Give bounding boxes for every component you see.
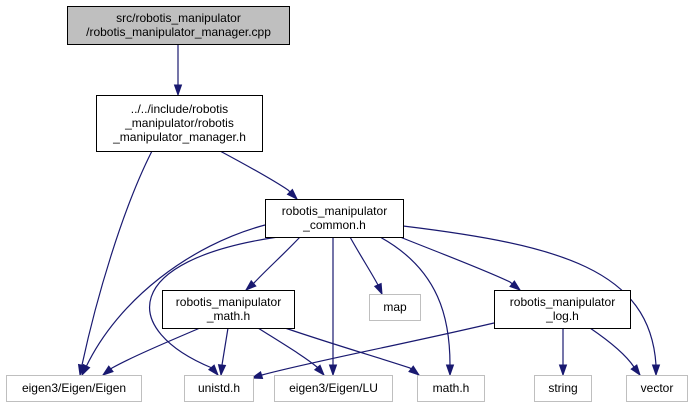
- edge-line: [245, 236, 301, 291]
- edge-line: [402, 225, 657, 375]
- edge-line: [379, 236, 451, 375]
- edge-cpp-to-manager_h: [173, 44, 183, 97]
- node-label-line: _manipulator/robotis: [124, 116, 234, 130]
- edge-arrowhead: [630, 364, 641, 377]
- edge-arrowhead: [101, 365, 114, 376]
- node-box[interactable]: [265, 199, 404, 238]
- edge-arrowhead: [313, 364, 325, 377]
- node-math-h-doc[interactable]: robotis_manipulator_math.h: [162, 290, 295, 329]
- node-label-line: /robotis_manipulator_manager.cpp: [86, 25, 271, 39]
- node-box: [184, 375, 254, 402]
- node-label-line: _log.h: [545, 309, 579, 323]
- node-box: [369, 294, 421, 321]
- node-label-line: src/robotis_manipulator: [116, 11, 241, 25]
- edge-log_h-to-string: [558, 328, 568, 377]
- node-label-line: _common.h: [302, 218, 366, 232]
- node-label-line: robotis_manipulator: [510, 295, 615, 309]
- edge-line: [79, 150, 153, 376]
- node-box: [534, 375, 592, 402]
- node-box[interactable]: [162, 290, 295, 329]
- edge-line: [399, 236, 521, 291]
- nodes-layer: src/robotis_manipulator/robotis_manipula…: [6, 6, 688, 402]
- node-string: string: [534, 375, 592, 402]
- node-box: [67, 6, 290, 45]
- node-label-line: eigen3/Eigen/Eigen: [22, 381, 126, 395]
- node-label-line: eigen3/Eigen/LU: [289, 381, 378, 395]
- node-unistd: unistd.h: [184, 375, 254, 402]
- node-map: map: [369, 294, 421, 321]
- edge-log_h-to-unistd: [250, 322, 495, 380]
- edge-math_h_doc-to-eigen_lu: [257, 327, 325, 377]
- edge-common_h-to-math_h_doc: [244, 236, 301, 291]
- node-label-line: robotis_manipulator: [282, 204, 387, 218]
- edge-line: [219, 150, 298, 200]
- node-label-line: robotis_manipulator: [176, 295, 281, 309]
- edge-arrowhead: [651, 364, 661, 377]
- edge-line: [251, 322, 495, 379]
- node-manager-h[interactable]: ../../include/robotis_manipulator/roboti…: [96, 95, 263, 152]
- edge-common_h-to-eigen: [81, 224, 266, 377]
- edge-arrowhead: [408, 365, 421, 376]
- node-box[interactable]: [96, 95, 263, 152]
- edge-line: [81, 224, 266, 376]
- node-cpp: src/robotis_manipulator/robotis_manipula…: [67, 6, 290, 45]
- edge-manager_h-to-common_h: [219, 150, 299, 201]
- node-label-line: ../../include/robotis: [131, 102, 228, 116]
- edges-layer: [77, 44, 661, 380]
- node-box: [6, 375, 142, 402]
- node-label-line: math.h: [433, 381, 470, 395]
- edge-arrowhead: [217, 364, 227, 377]
- node-box[interactable]: [494, 290, 631, 329]
- edge-arrowhead: [173, 84, 183, 97]
- edge-arrowhead: [81, 363, 91, 377]
- edge-math_h_doc-to-unistd: [217, 327, 229, 377]
- edge-arrowhead: [328, 364, 338, 377]
- node-label-line: _math.h: [206, 309, 250, 323]
- edge-line: [257, 327, 325, 376]
- node-label-line: unistd.h: [198, 381, 240, 395]
- edge-common_h-to-eigen_lu: [328, 237, 338, 377]
- node-box: [274, 375, 393, 402]
- edge-arrowhead: [286, 188, 299, 201]
- node-label-line: _manipulator_manager.h: [112, 130, 246, 144]
- edge-arrowhead: [207, 364, 219, 377]
- node-box: [626, 375, 688, 402]
- edge-math_h_doc-to-eigen: [101, 327, 201, 376]
- edge-arrowhead: [373, 282, 383, 296]
- node-label-line: vector: [641, 381, 674, 395]
- node-box: [417, 375, 485, 402]
- edge-common_h-to-map: [349, 236, 383, 296]
- node-log-h[interactable]: robotis_manipulator_log.h: [494, 290, 631, 329]
- edge-common_h-to-log_h: [399, 236, 522, 291]
- edge-line: [284, 327, 420, 376]
- edge-arrowhead: [250, 370, 264, 380]
- edge-line: [102, 327, 201, 376]
- edge-arrowhead: [445, 364, 455, 377]
- edge-arrowhead: [244, 279, 257, 291]
- node-common-h[interactable]: robotis_manipulator_common.h: [265, 199, 404, 238]
- node-label-line: string: [548, 381, 577, 395]
- node-eigen-lu: eigen3/Eigen/LU: [274, 375, 393, 402]
- edge-common_h-to-vector: [402, 225, 661, 377]
- edge-log_h-to-vector: [589, 327, 641, 377]
- edge-math_h_doc-to-mathh: [284, 327, 421, 376]
- edge-arrowhead: [558, 364, 568, 377]
- node-eigen: eigen3/Eigen/Eigen: [6, 375, 142, 402]
- node-mathh: math.h: [417, 375, 485, 402]
- node-vector: vector: [626, 375, 688, 402]
- edge-arrowhead: [509, 280, 522, 291]
- edge-line: [149, 236, 279, 376]
- edge-common_h-to-unistd: [149, 236, 279, 377]
- edge-common_h-to-mathh: [379, 236, 455, 377]
- node-label-line: map: [383, 300, 407, 314]
- edge-manager_h-to-eigen: [77, 150, 153, 377]
